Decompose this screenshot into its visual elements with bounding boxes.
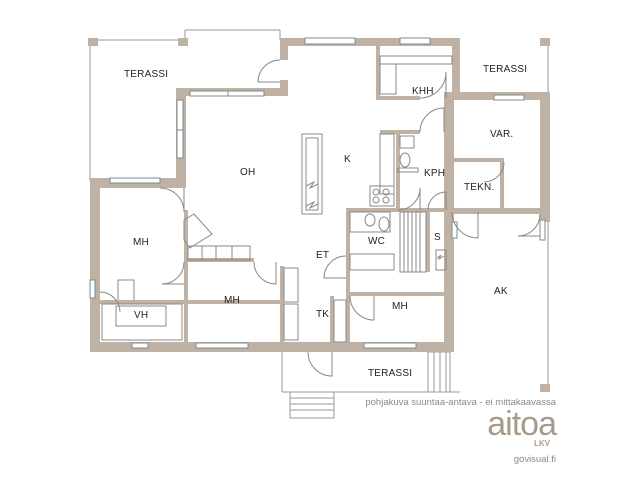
room-label-wc: WC — [368, 236, 385, 247]
room-label-s: S — [434, 232, 441, 243]
walls — [88, 38, 550, 392]
room-label-tekn: TEKN. — [464, 182, 494, 193]
brand-logo-subtitle: LKV — [534, 439, 550, 448]
room-label-ak: AK — [494, 286, 508, 297]
room-label-mh-east: MH — [392, 301, 408, 312]
fixtures — [101, 55, 453, 343]
room-label-var: VAR. — [490, 129, 513, 140]
room-label-mh-west: MH — [133, 237, 149, 248]
room-label-mh-center: MH — [224, 295, 240, 306]
room-label-k: K — [344, 154, 351, 165]
room-label-et: ET — [316, 250, 329, 261]
room-label-tk: TK — [316, 309, 329, 320]
terrace-steps — [289, 351, 451, 419]
room-label-vh: VH — [134, 310, 148, 321]
room-label-kph: KPH — [424, 168, 445, 179]
plan-disclaimer: pohjakuva suuntaa-antava - ei mittakaava… — [365, 397, 556, 408]
brand-logo: aitoa — [487, 405, 557, 443]
windows — [89, 37, 546, 349]
room-label-terassi-ne: TERASSI — [483, 64, 527, 75]
room-label-terassi-s: TERASSI — [368, 368, 412, 379]
room-label-oh: OH — [240, 167, 255, 178]
website-credit: govisual.fi — [513, 454, 556, 465]
room-labels: TERASSI TERASSI TERASSI KHH VAR. OH K KP… — [124, 64, 527, 379]
room-label-terassi-nw: TERASSI — [124, 69, 168, 80]
doors — [99, 59, 541, 377]
room-label-khh: KHH — [412, 86, 434, 97]
